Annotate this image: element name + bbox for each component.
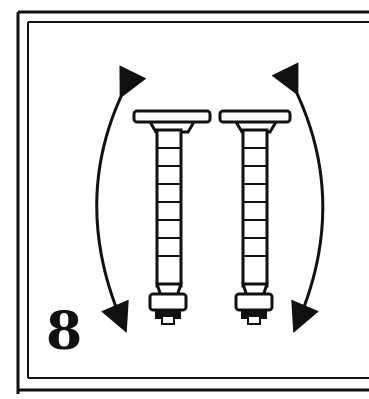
bolt-icon bbox=[132, 109, 212, 325]
bolt-icon bbox=[218, 109, 292, 325]
step-number: 8 bbox=[46, 301, 83, 362]
rotate-double-arrow-icon bbox=[95, 65, 147, 334]
rotate-double-arrow-icon bbox=[271, 62, 325, 334]
panel-frame bbox=[16, 10, 369, 394]
